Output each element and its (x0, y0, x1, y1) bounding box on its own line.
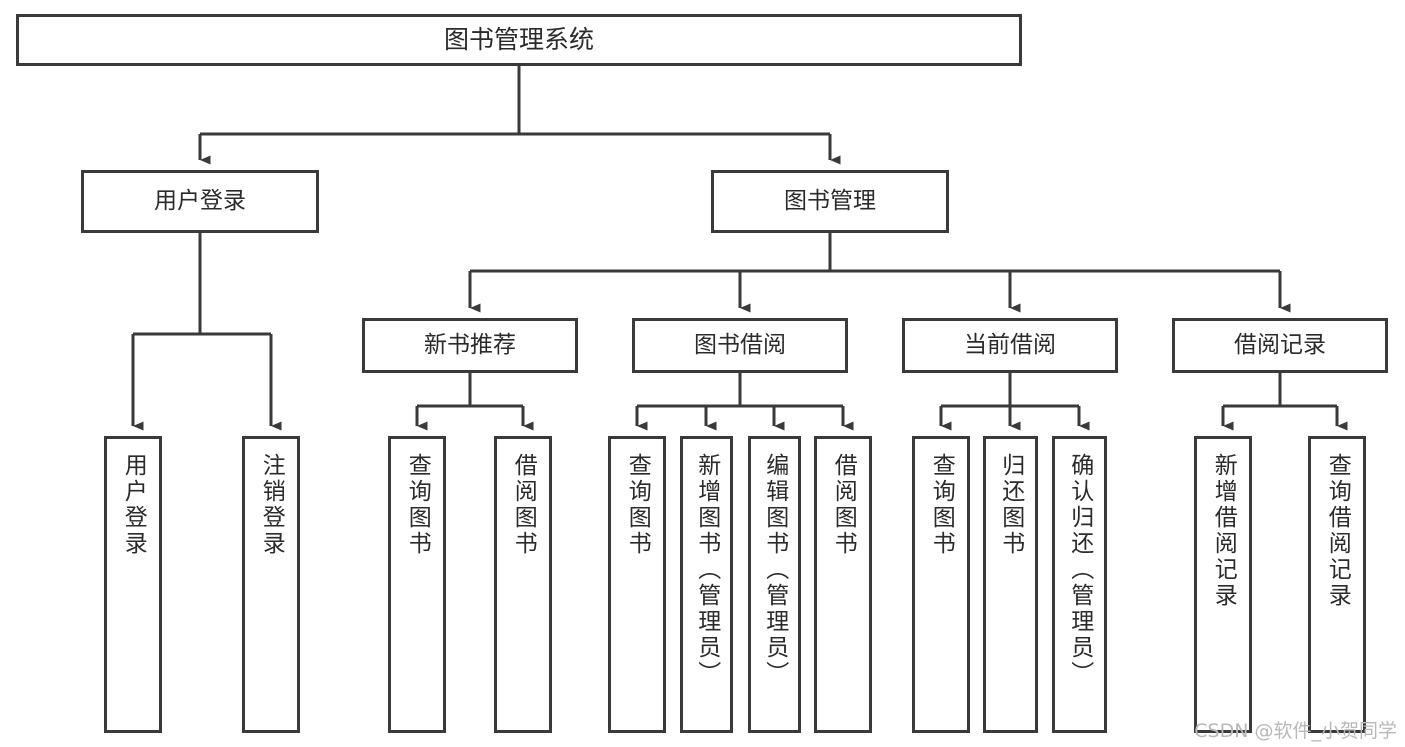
leaf-return-book[interactable]: 归还图书 (983, 436, 1038, 733)
leaf-query-book-cb[interactable]: 查询图书 (912, 436, 970, 733)
node-book-management-label: 图书管理 (784, 188, 876, 215)
leaf-logout[interactable]: 注销登录 (242, 436, 300, 733)
node-borrow-record-label: 借阅记录 (1234, 332, 1326, 359)
node-borrow-record[interactable]: 借阅记录 (1172, 318, 1388, 373)
leaf-label: 查询图书 (624, 453, 651, 557)
leaf-label: 用户登录 (120, 453, 147, 557)
leaf-confirm-return-admin[interactable]: 确认归还（管理员） (1052, 436, 1107, 733)
leaf-add-book-admin[interactable]: 新增图书（管理员） (680, 436, 733, 733)
leaf-query-borrow-record[interactable]: 查询借阅记录 (1308, 436, 1366, 733)
leaf-user-login[interactable]: 用户登录 (104, 436, 162, 733)
node-root-label: 图书管理系统 (443, 24, 594, 54)
leaf-add-borrow-record[interactable]: 新增借阅记录 (1194, 436, 1252, 733)
leaf-query-book-nbr[interactable]: 查询图书 (388, 436, 446, 733)
leaf-label: 查询图书 (404, 453, 431, 557)
node-user-login[interactable]: 用户登录 (81, 170, 319, 233)
node-current-borrow-label: 当前借阅 (964, 332, 1056, 359)
leaf-query-book-bb[interactable]: 查询图书 (608, 436, 666, 733)
leaf-label: 新增图书（管理员） (693, 453, 720, 687)
leaf-label: 查询借阅记录 (1324, 453, 1351, 609)
leaf-label: 借阅图书 (510, 453, 537, 557)
leaf-label: 新增借阅记录 (1210, 453, 1237, 609)
leaf-edit-book-admin[interactable]: 编辑图书（管理员） (748, 436, 801, 733)
leaf-label: 借阅图书 (830, 453, 857, 557)
node-user-login-label: 用户登录 (154, 188, 246, 215)
node-book-borrow[interactable]: 图书借阅 (632, 318, 848, 373)
node-book-management[interactable]: 图书管理 (711, 170, 949, 233)
node-new-book-recommend-label: 新书推荐 (424, 332, 516, 359)
leaf-label: 注销登录 (258, 453, 285, 557)
leaf-label: 编辑图书（管理员） (761, 453, 788, 687)
watermark: CSDN @软件_小贺同学 (1194, 720, 1397, 742)
node-book-borrow-label: 图书借阅 (694, 332, 786, 359)
leaf-label: 查询图书 (928, 453, 955, 557)
leaf-borrow-book-bb[interactable]: 借阅图书 (814, 436, 872, 733)
node-new-book-recommend[interactable]: 新书推荐 (362, 318, 578, 373)
node-root[interactable]: 图书管理系统 (16, 14, 1022, 66)
node-current-borrow[interactable]: 当前借阅 (902, 318, 1118, 373)
leaf-label: 确认归还（管理员） (1066, 453, 1093, 687)
leaf-borrow-book-nbr[interactable]: 借阅图书 (494, 436, 552, 733)
leaf-label: 归还图书 (997, 453, 1024, 557)
